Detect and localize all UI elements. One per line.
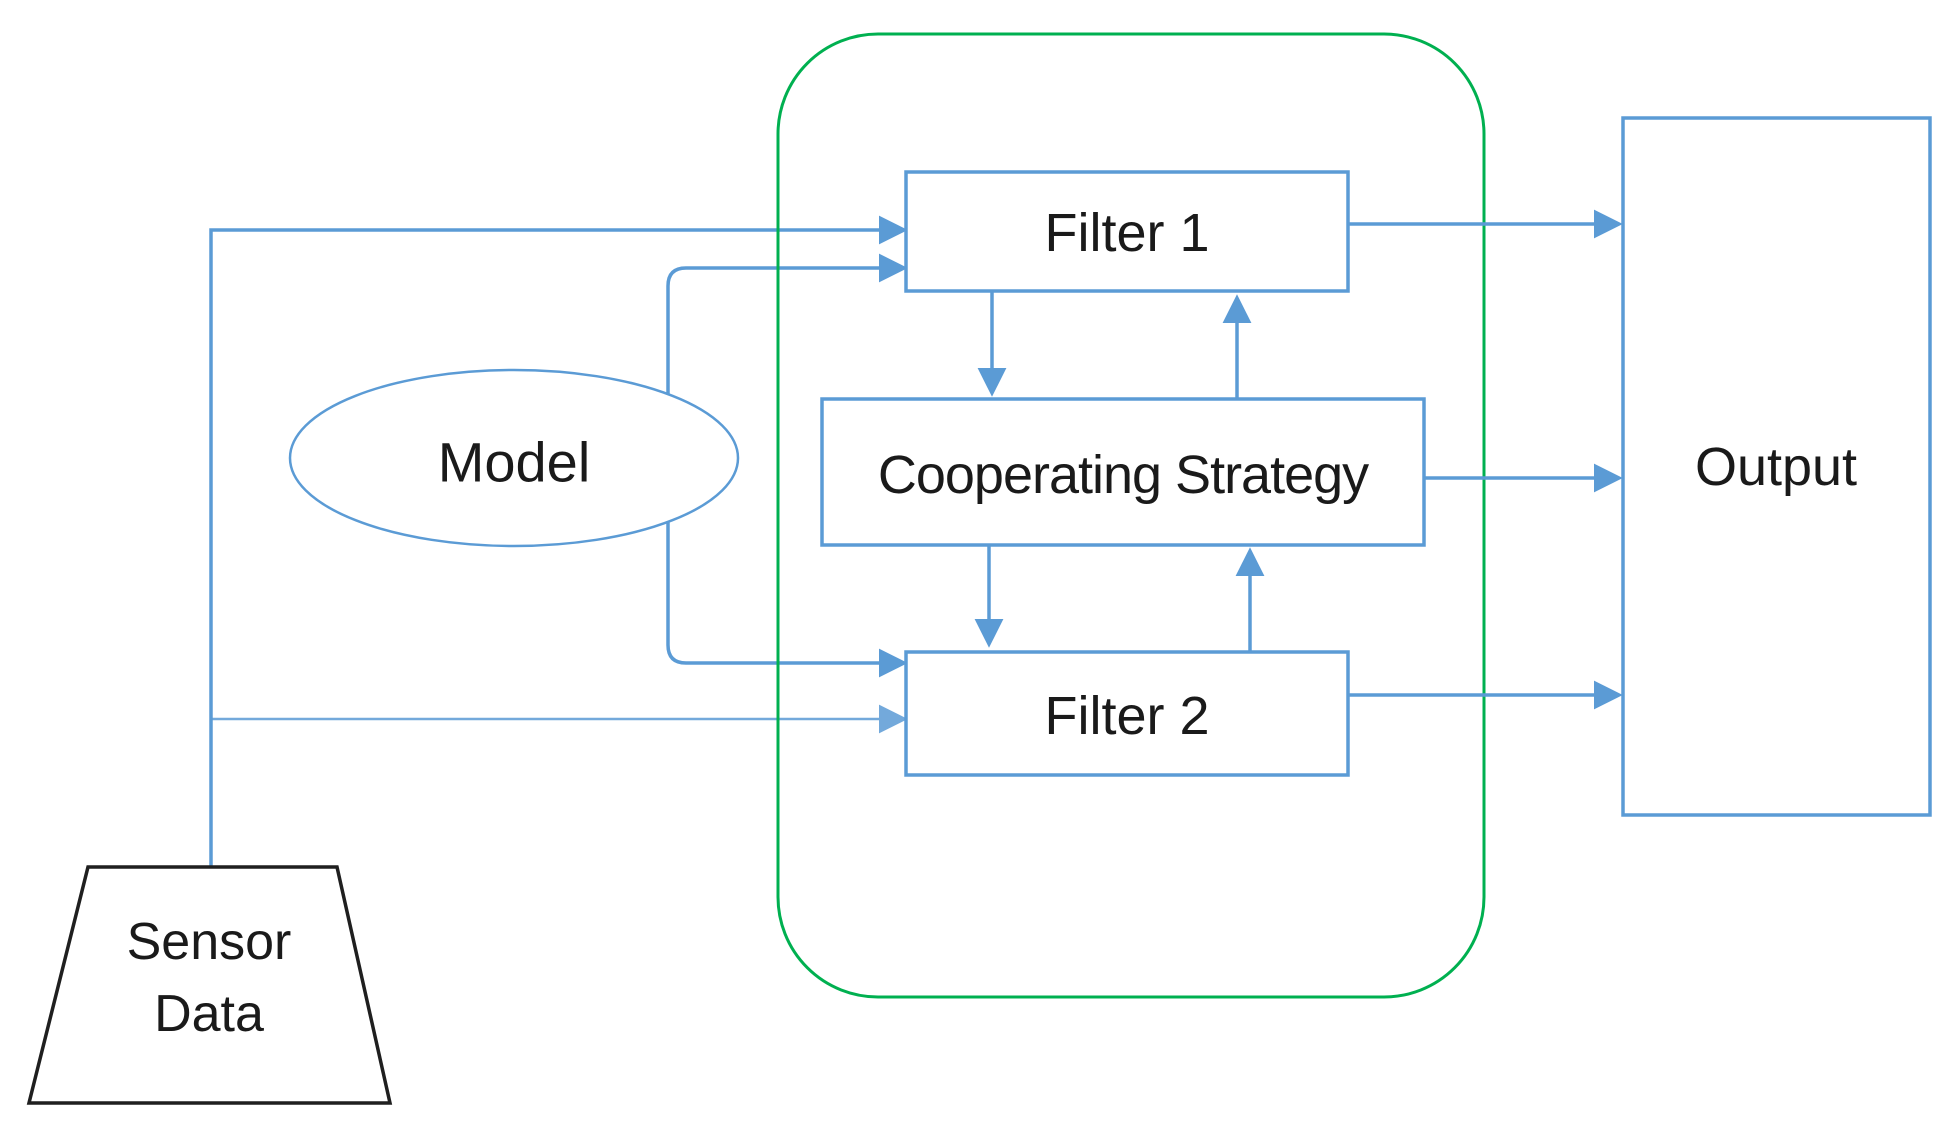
edge-sensor-to-filter1 [209,215,908,867]
output-node [1621,116,1932,817]
output-label: Output [1695,437,1857,497]
edge-model-to-filter1 [666,253,908,458]
sensor-data-node [26,865,393,1105]
edge-group-output [1348,209,1623,710]
sensor-data-label-line1: Sensor [127,913,292,971]
filter2-label: Filter 2 [1044,686,1209,746]
filter1-label: Filter 1 [1044,203,1209,263]
filter1-node [904,170,1350,293]
edge-model-to-filter2 [666,458,908,678]
edge-group-model [666,253,908,678]
model-label: Model [438,431,591,494]
filter-cooperation-group [776,32,1486,999]
cooperating-strategy-node [820,397,1426,547]
filter2-node [904,650,1350,777]
model-node [288,368,740,548]
cooperating-strategy-label: Cooperating Strategy [878,445,1369,505]
edge-group-internal [974,291,1265,652]
edge-group-sensor [209,215,908,867]
sensor-data-label-line2: Data [154,985,264,1043]
